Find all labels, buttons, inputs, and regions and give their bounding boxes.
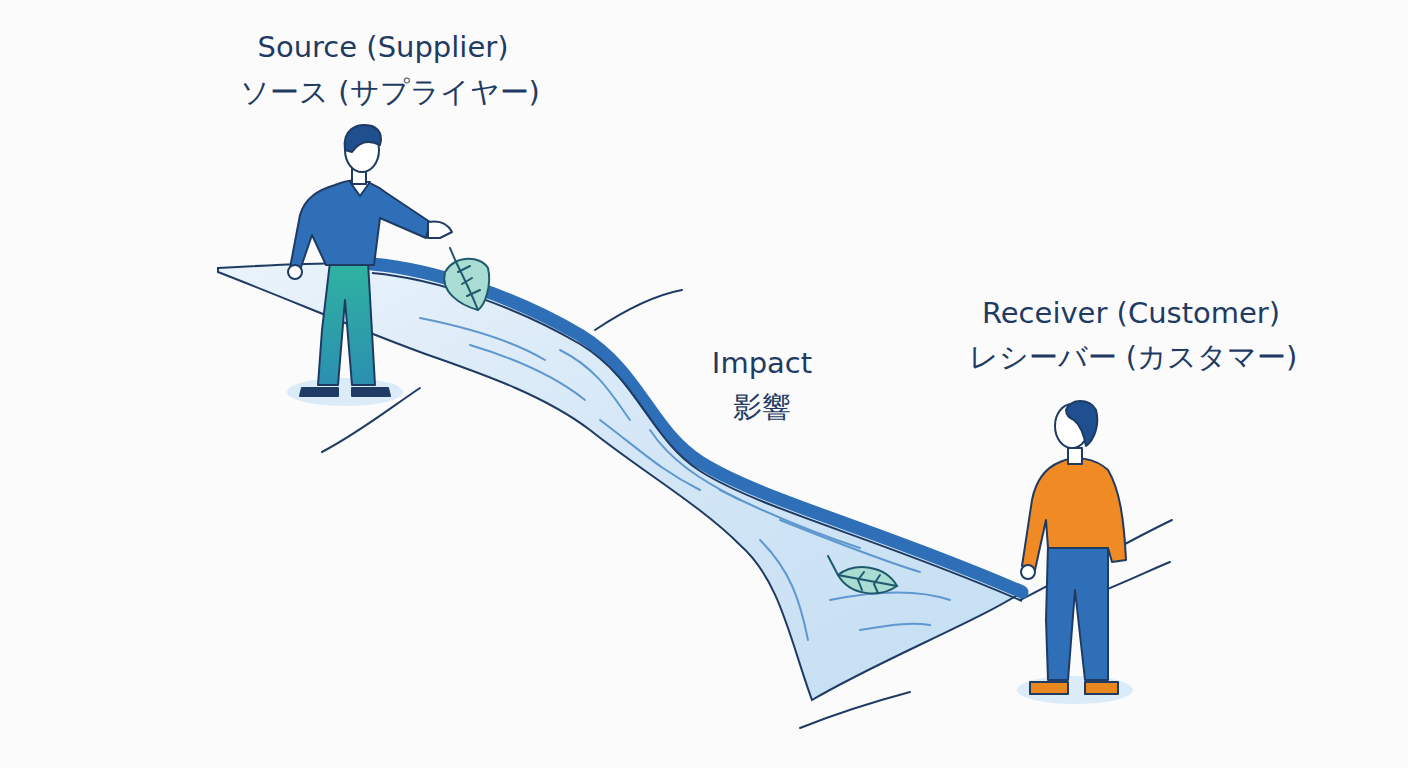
figure-label: Source (Supplier)	[258, 30, 509, 65]
shoe	[300, 388, 338, 396]
shadow	[1017, 676, 1133, 704]
leaf-vein	[450, 248, 480, 310]
stream-edge	[372, 264, 1022, 592]
leaf-upper	[444, 248, 489, 310]
hand	[1021, 565, 1035, 579]
figure-label: Impact	[712, 346, 812, 381]
figure-label: レシーバー (カスタマー)	[969, 340, 1298, 375]
leaf-vein	[828, 556, 897, 593]
figure-label: Receiver (Customer)	[982, 296, 1280, 331]
leaf-lower	[828, 556, 897, 593]
shadow	[287, 378, 403, 406]
stream-edge-line	[372, 273, 1022, 601]
flow-line	[720, 490, 860, 548]
shirt	[1022, 458, 1126, 570]
bank-line	[595, 290, 682, 330]
pants	[318, 262, 375, 385]
shoe	[1030, 682, 1068, 694]
flow-lines	[420, 318, 950, 640]
flow-line	[830, 593, 950, 601]
hand	[428, 221, 452, 238]
figure-label: 影響	[733, 390, 791, 425]
receiver-person	[1017, 401, 1133, 704]
shoe	[1085, 682, 1118, 694]
pants	[1046, 545, 1108, 680]
hair	[345, 125, 381, 152]
flow-line	[760, 540, 808, 640]
neck	[1068, 448, 1082, 464]
figure-label: ソース (サプライヤー)	[240, 75, 540, 110]
flow-line	[650, 430, 740, 500]
shirt	[290, 180, 430, 270]
flow-line	[780, 520, 920, 572]
flow-line	[560, 350, 630, 420]
shoe	[352, 388, 390, 396]
hand	[288, 265, 302, 279]
hair	[1066, 401, 1097, 446]
source-person	[287, 125, 452, 406]
flow-line	[860, 624, 930, 630]
flow-line	[420, 318, 545, 360]
